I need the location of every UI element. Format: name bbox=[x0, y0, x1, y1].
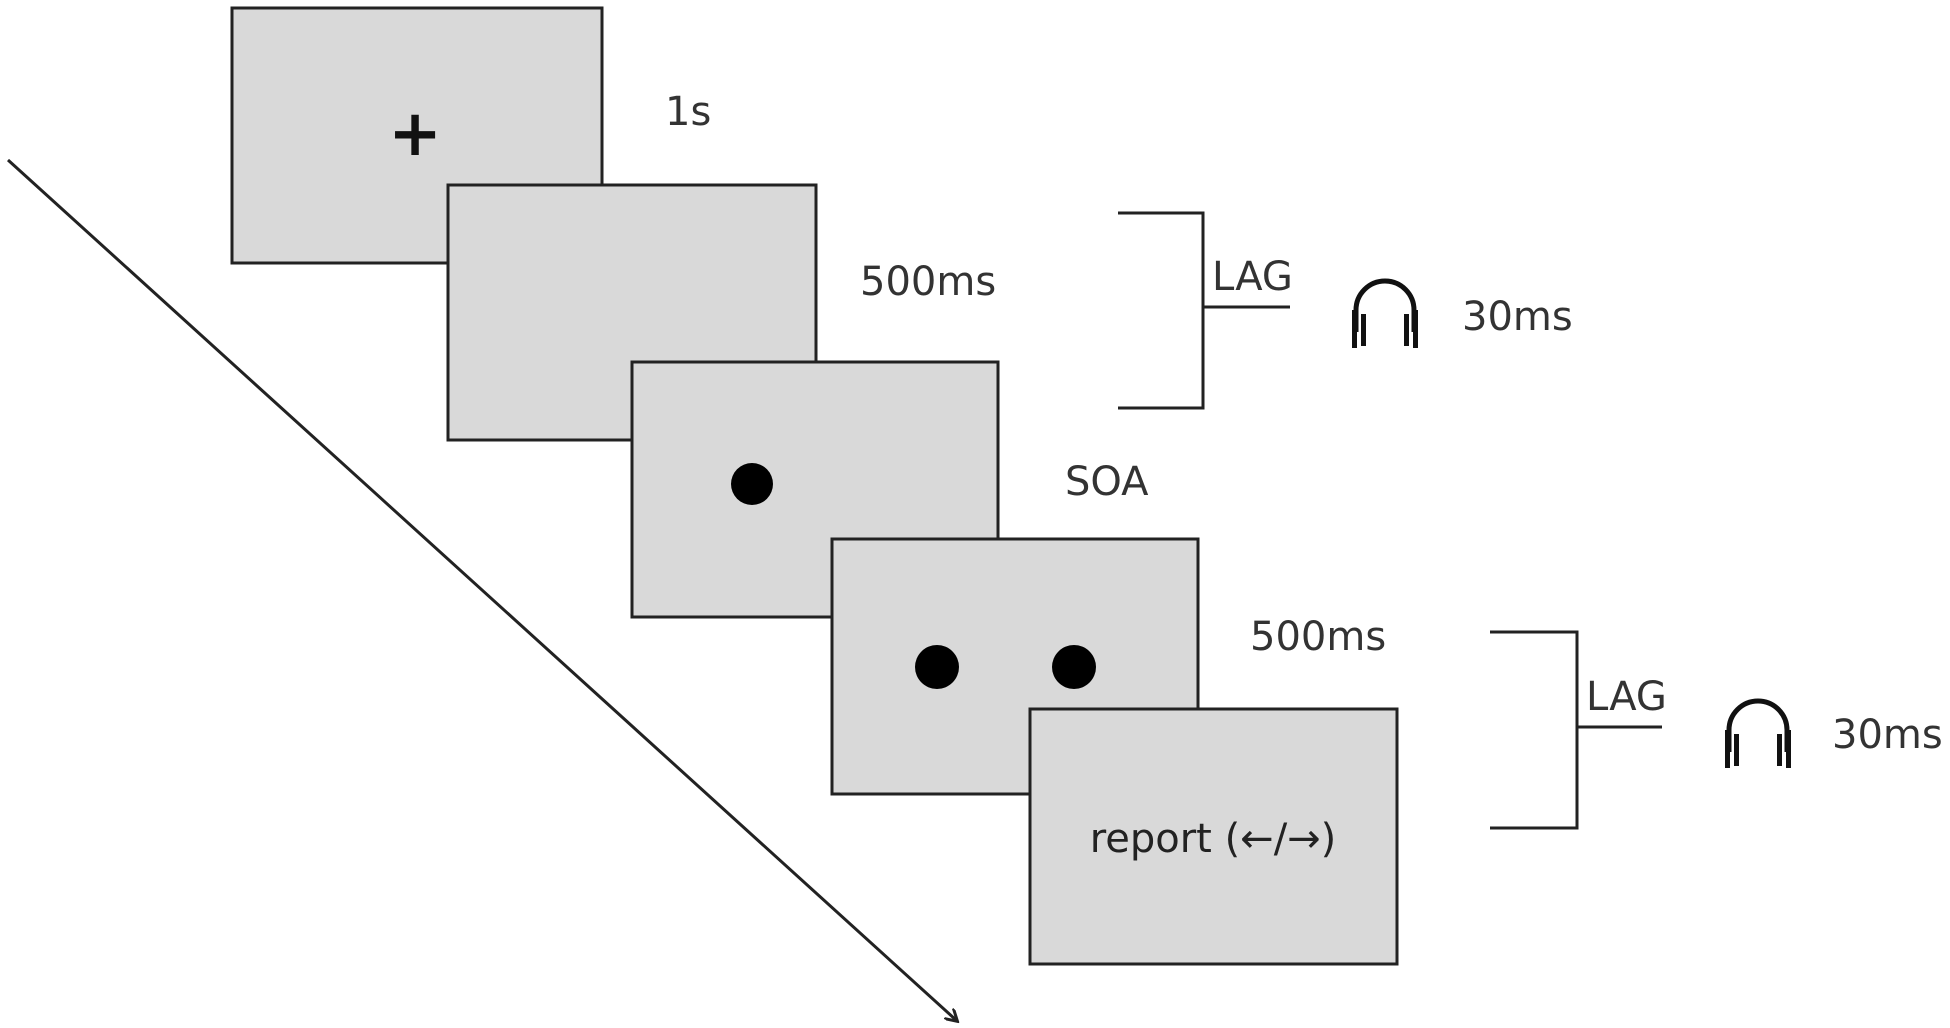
dot bbox=[731, 463, 773, 505]
lag-bracket bbox=[1118, 211, 1205, 410]
lag-duration: 30ms bbox=[1832, 712, 1943, 758]
time-arrow bbox=[6, 158, 956, 1020]
fixation-cross: + bbox=[388, 97, 442, 171]
lag-bracket bbox=[1490, 630, 1579, 830]
report-text: report (←/→) bbox=[1090, 816, 1337, 862]
headphones-icon bbox=[1352, 278, 1418, 348]
dot-left bbox=[915, 645, 959, 689]
dot-right bbox=[1052, 645, 1096, 689]
duration-soa: SOA bbox=[1065, 459, 1149, 505]
duration-fixation: 1s bbox=[665, 89, 711, 135]
lag-marker-2: LAG 30ms bbox=[1490, 630, 1943, 830]
lag-label: LAG bbox=[1212, 254, 1293, 300]
headphones-icon bbox=[1725, 698, 1791, 768]
duration-blank: 500ms bbox=[860, 259, 996, 305]
lag-duration: 30ms bbox=[1462, 294, 1573, 340]
lag-marker-1: LAG 30ms bbox=[1118, 211, 1573, 410]
duration-second: 500ms bbox=[1250, 614, 1386, 660]
lag-label: LAG bbox=[1586, 674, 1667, 720]
frame-report: report (←/→) bbox=[1028, 707, 1399, 966]
